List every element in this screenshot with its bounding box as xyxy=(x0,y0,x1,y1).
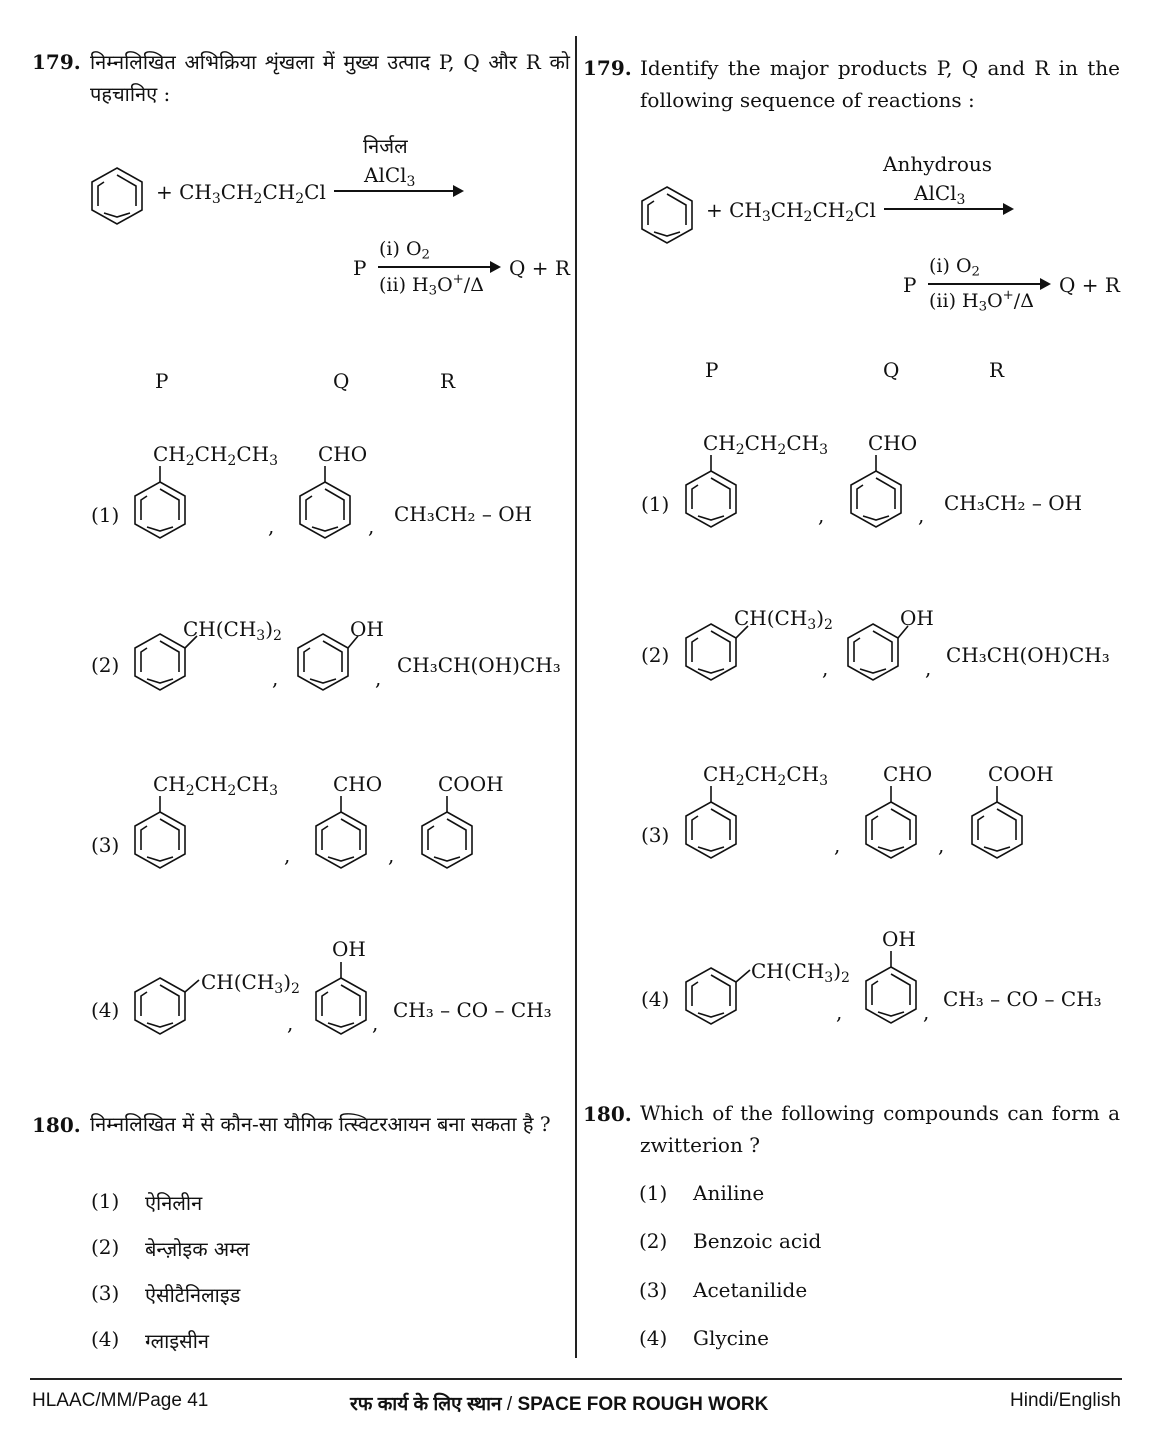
condition-anhydrous-hindi: निर्जल xyxy=(363,134,408,158)
option-1-r-product: CH₃CH₂ – OH xyxy=(944,491,1083,515)
benzene-reactant-icon xyxy=(91,167,143,225)
cooh-group: COOH xyxy=(988,762,1054,786)
header-r: R xyxy=(989,358,1005,382)
footer-rule xyxy=(30,1378,1122,1380)
isopropyl-substituent: CH(CH3)2 xyxy=(734,606,833,633)
step2-reagent-o2: (i) O2 xyxy=(379,238,430,263)
condition-anhydrous-english: Anhydrous xyxy=(883,152,993,176)
phenol-ring-icon xyxy=(865,951,917,1024)
reactant-propyl-chloride: + CH3CH2CH2Cl xyxy=(156,180,326,207)
isopropyl-substituent: CH(CH3)2 xyxy=(751,959,850,986)
catalyst-alcl3: AlCl3 xyxy=(914,181,966,208)
benzaldehyde-ring-icon xyxy=(850,455,902,528)
phenol-ring-icon xyxy=(297,633,359,691)
column-divider xyxy=(575,36,577,1358)
benzene-reactant-icon xyxy=(641,186,693,244)
step2-reagent-h3o: (ii) H3O+/Δ xyxy=(379,272,484,299)
cooh-group: COOH xyxy=(438,772,504,796)
cumene-ring-icon xyxy=(685,623,749,681)
step2-p-label: P xyxy=(353,256,367,280)
step2-p-label: P xyxy=(903,273,917,297)
benzaldehyde-ring-icon xyxy=(865,786,917,859)
phenol-ring-icon xyxy=(315,962,367,1035)
reaction-arrow-2 xyxy=(378,261,501,273)
header-p: P xyxy=(705,358,719,382)
hindi-column: 179. निम्नलिखित अभिक्रिया शृंखला में मुख… xyxy=(0,0,570,1370)
option-4-r-product: CH₃ – CO – CH₃ xyxy=(393,998,552,1022)
option-3-label: (3) xyxy=(91,833,120,857)
option-3-label: (3) xyxy=(641,823,670,847)
option-1-label: (1) xyxy=(91,503,120,527)
step2-products: Q + R xyxy=(1059,273,1120,297)
header-r: R xyxy=(440,369,456,393)
step2-reagent-h3o: (ii) H3O+/Δ xyxy=(929,288,1034,315)
option-2-label: (2) xyxy=(91,653,120,677)
question-180-number: 180. xyxy=(32,1113,81,1137)
propyl-substituent: CH2CH2CH3 xyxy=(153,772,279,799)
option-1-r-product: CH₃CH₂ – OH xyxy=(394,502,533,526)
oh-group: OH xyxy=(882,927,916,951)
cho-group: CHO xyxy=(883,762,933,786)
english-column: 179. Identify the major products P, Q an… xyxy=(576,0,1136,1370)
option-4-label: (4) xyxy=(91,998,120,1022)
step2-reagent-o2: (i) O2 xyxy=(929,255,980,280)
cumene-ring-icon xyxy=(134,977,200,1035)
step2-products: Q + R xyxy=(509,256,570,280)
propylbenzene-ring-icon xyxy=(134,466,186,539)
propyl-substituent: CH2CH2CH3 xyxy=(703,762,829,789)
cumene-ring-icon xyxy=(134,633,198,691)
isopropyl-substituent: CH(CH3)2 xyxy=(201,970,300,997)
question-179-text-hindi: निम्नलिखित अभिक्रिया शृंखला में मुख्य उत… xyxy=(90,50,570,106)
propylbenzene-ring-icon xyxy=(685,455,737,528)
reactant-propyl-chloride: + CH3CH2CH2Cl xyxy=(706,198,876,225)
option-1-label: (1) xyxy=(641,492,670,516)
option-4-label: (4) xyxy=(641,987,670,1011)
oh-group: OH xyxy=(900,606,934,630)
propylbenzene-ring-icon xyxy=(685,786,737,859)
propyl-substituent: CH2CH2CH3 xyxy=(703,431,829,458)
question-180-text-hindi: निम्नलिखित में से कौन-सा यौगिक त्स्विटरआ… xyxy=(90,1112,551,1136)
catalyst-alcl3: AlCl3 xyxy=(364,163,416,190)
question-179-text-english: Identify the major products P, Q and R i… xyxy=(640,56,1120,112)
benzaldehyde-ring-icon xyxy=(315,796,367,869)
benzaldehyde-ring-icon xyxy=(299,466,351,539)
cumene-ring-icon xyxy=(685,967,751,1025)
option-2-r-product: CH₃CH(OH)CH₃ xyxy=(946,643,1110,667)
benzoic-acid-ring-icon xyxy=(421,796,473,869)
question-179-number: 179. xyxy=(32,50,81,74)
propyl-substituent: CH2CH2CH3 xyxy=(153,442,279,469)
header-q: Q xyxy=(883,358,900,382)
reaction-arrow-2 xyxy=(928,278,1051,290)
question-180-number: 180. xyxy=(583,1102,632,1126)
option-2-label: (2) xyxy=(641,643,670,667)
propylbenzene-ring-icon xyxy=(134,796,186,869)
question-179-number: 179. xyxy=(583,56,632,80)
benzoic-acid-ring-icon xyxy=(971,786,1023,859)
reaction-arrow-1 xyxy=(334,185,464,197)
oh-group: OH xyxy=(332,937,366,961)
cho-group: CHO xyxy=(868,431,918,455)
footer-rough-work: रफ कार्य के लिए स्थान / SPACE FOR ROUGH … xyxy=(350,1394,769,1415)
footer-language: Hindi/English xyxy=(1010,1390,1121,1411)
cho-group: CHO xyxy=(333,772,383,796)
question-180-text-english: Which of the following compounds can for… xyxy=(640,1101,1120,1157)
option-4-r-product: CH₃ – CO – CH₃ xyxy=(943,987,1102,1011)
footer-rough-work-hindi: रफ कार्य के लिए स्थान xyxy=(350,1394,502,1415)
phenol-ring-icon xyxy=(847,623,909,681)
header-p: P xyxy=(155,369,169,393)
oh-group: OH xyxy=(350,617,384,641)
isopropyl-substituent: CH(CH3)2 xyxy=(183,617,282,644)
reaction-arrow-1 xyxy=(884,203,1014,215)
footer-page-id: HLAAC/MM/Page 41 xyxy=(32,1390,209,1411)
option-2-r-product: CH₃CH(OH)CH₃ xyxy=(397,653,561,677)
header-q: Q xyxy=(333,369,350,393)
cho-group: CHO xyxy=(318,442,368,466)
footer-rough-work-english: SPACE FOR ROUGH WORK xyxy=(517,1394,769,1415)
